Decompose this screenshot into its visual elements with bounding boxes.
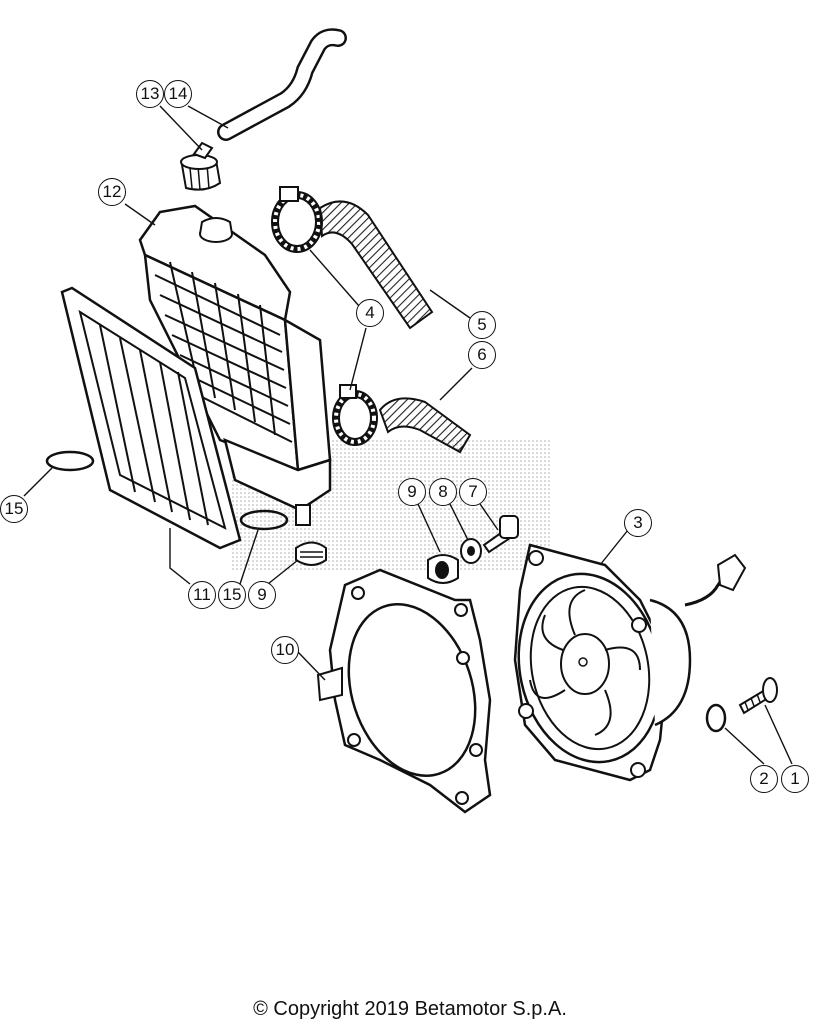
radiator-guard xyxy=(60,286,242,550)
radiator xyxy=(138,204,332,526)
callout-7[interactable]: 7 xyxy=(459,478,487,506)
callout-10[interactable]: 10 xyxy=(271,636,299,664)
o-ring-center xyxy=(239,509,289,531)
callout-2[interactable]: 2 xyxy=(750,765,778,793)
callout-13[interactable]: 13 xyxy=(136,80,164,108)
callout-5[interactable]: 5 xyxy=(468,311,496,339)
bolt-1 xyxy=(738,677,778,715)
callout-9-left[interactable]: 9 xyxy=(248,581,276,609)
callout-1[interactable]: 1 xyxy=(781,765,809,793)
callout-3[interactable]: 3 xyxy=(624,509,652,537)
callout-4-upper[interactable]: 4 xyxy=(356,299,384,327)
hose-clamp-upper xyxy=(271,186,323,253)
copyright-notice: © Copyright 2019 Betamotor S.p.A. xyxy=(253,998,567,1020)
callout-15-left[interactable]: 15 xyxy=(0,495,28,523)
screw-7 xyxy=(482,515,519,554)
radiator-cap xyxy=(180,141,222,191)
lower-hose xyxy=(378,397,472,454)
fan-bracket xyxy=(316,568,492,814)
callout-8[interactable]: 8 xyxy=(429,478,457,506)
upper-hose xyxy=(318,200,434,330)
callout-12[interactable]: 12 xyxy=(98,178,126,206)
callout-15-center[interactable]: 15 xyxy=(218,581,246,609)
callout-6[interactable]: 6 xyxy=(468,341,496,369)
leader-lines xyxy=(23,105,793,765)
hose-clamp-lower xyxy=(332,384,378,446)
washer-2 xyxy=(705,703,727,733)
callout-9-center[interactable]: 9 xyxy=(398,478,426,506)
callout-14[interactable]: 14 xyxy=(164,80,192,108)
cooling-fan xyxy=(513,543,747,782)
grommet-left xyxy=(295,541,327,566)
washer-8 xyxy=(460,538,482,564)
grommet-center xyxy=(427,554,459,584)
o-ring-left xyxy=(45,450,95,472)
callout-11[interactable]: 11 xyxy=(188,581,216,609)
